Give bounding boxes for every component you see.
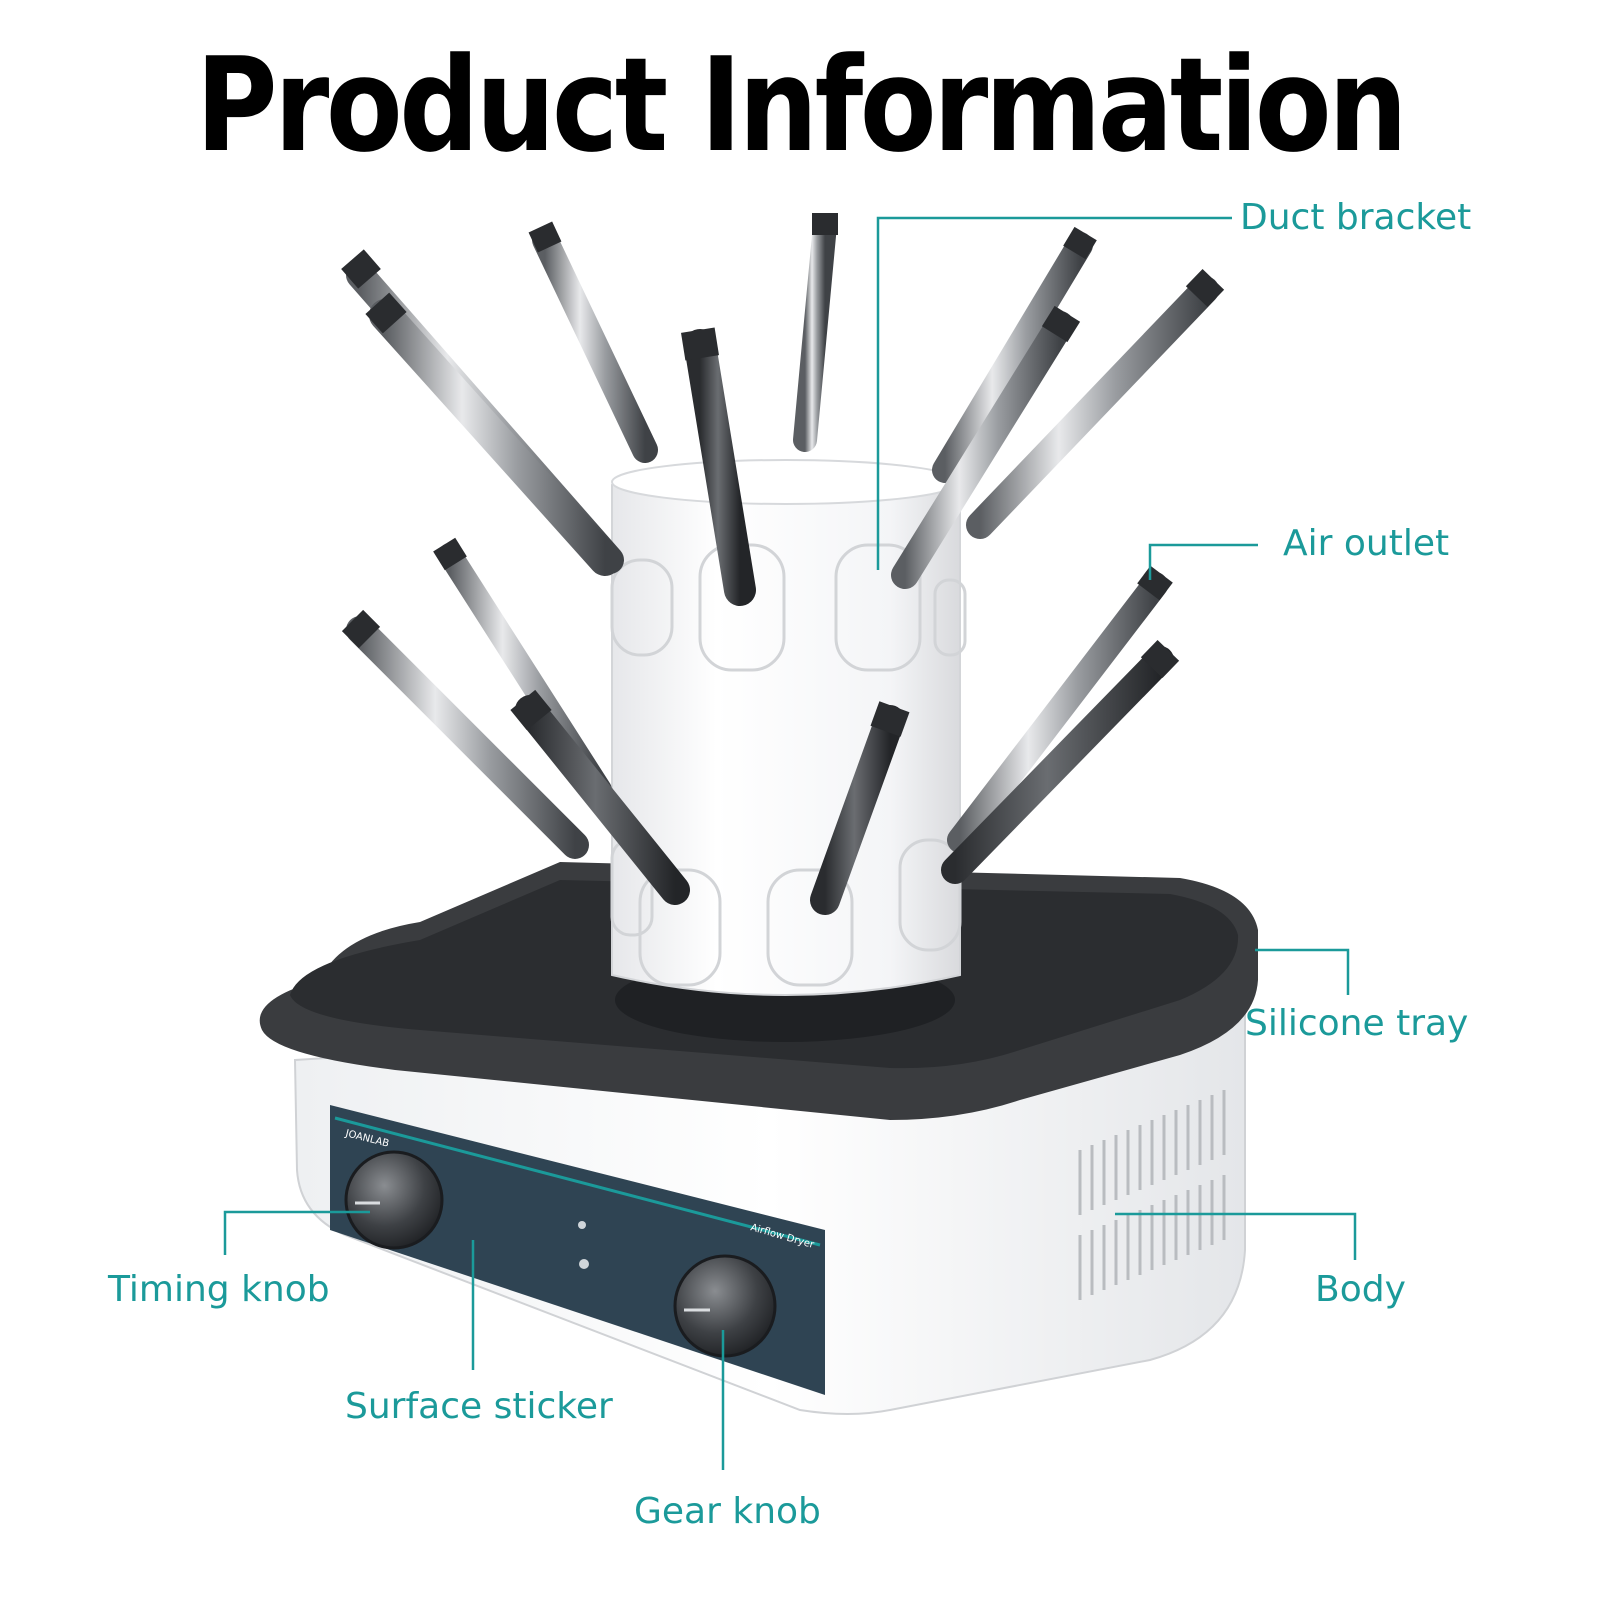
label-duct-bracket: Duct bracket <box>1240 197 1472 238</box>
gear-knob[interactable] <box>673 1254 777 1358</box>
callout-line-timing-knob <box>223 1210 370 1255</box>
rod <box>510 689 690 905</box>
label-gear-knob: Gear knob <box>634 1491 821 1532</box>
callout-line-duct-bracket <box>876 216 1232 570</box>
rod <box>891 305 1081 589</box>
rod <box>947 565 1173 853</box>
callout-lines <box>223 216 1357 1470</box>
label-silicone-tray: Silicone tray <box>1245 1003 1469 1044</box>
rod <box>365 292 621 576</box>
rod <box>810 701 910 915</box>
label-timing-knob: Timing knob <box>108 1269 330 1310</box>
callout-line-air-outlet <box>1148 543 1258 580</box>
rod <box>528 221 658 463</box>
callout-line-silicone-tray <box>1255 948 1350 995</box>
label-surface-sticker: Surface sticker <box>345 1386 613 1427</box>
timing-knob[interactable] <box>344 1150 444 1250</box>
label-body: Body <box>1315 1269 1406 1310</box>
page-title: Product Information <box>195 29 1408 181</box>
callout-line-body <box>1115 1212 1357 1260</box>
rod <box>341 609 589 859</box>
rod <box>793 213 838 452</box>
rod <box>681 327 756 606</box>
air-outlet-rods <box>341 213 1225 915</box>
rod <box>941 639 1180 884</box>
rod <box>932 226 1097 483</box>
rod <box>966 268 1225 539</box>
label-air-outlet: Air outlet <box>1283 523 1450 564</box>
duct-bracket <box>610 459 967 996</box>
